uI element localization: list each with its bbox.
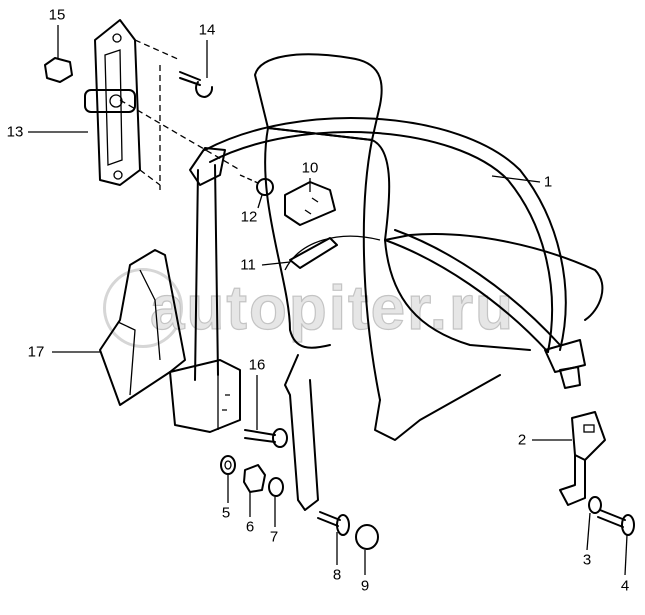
leader-lines — [28, 25, 628, 576]
part-16-bolt — [244, 428, 288, 448]
callout-17: 17 — [27, 343, 45, 361]
part-7-washer — [268, 477, 284, 497]
part-2-buckle — [559, 411, 606, 506]
callout-7: 7 — [269, 528, 279, 546]
part-14-bolt — [179, 71, 214, 98]
callout-2: 2 — [517, 431, 527, 449]
callout-6: 6 — [245, 518, 255, 536]
callout-11: 11 — [240, 256, 256, 274]
part-4-bolt — [597, 509, 635, 536]
retractor — [169, 359, 241, 433]
callout-16: 16 — [248, 356, 266, 374]
part-6-spacer — [243, 464, 266, 493]
callout-13: 13 — [6, 123, 24, 141]
watermark-logo-icon — [103, 268, 183, 348]
seat-outline — [254, 53, 604, 441]
part-15-nut — [44, 57, 73, 83]
callout-12: 12 — [240, 208, 258, 226]
callout-4: 4 — [620, 577, 630, 595]
callout-9: 9 — [360, 577, 370, 595]
callout-15: 15 — [48, 6, 66, 24]
part-12-spacer — [239, 174, 274, 196]
part-9-cap — [355, 524, 379, 550]
anchor-plate — [284, 354, 319, 511]
callout-8: 8 — [332, 566, 342, 584]
callout-14: 14 — [198, 21, 216, 39]
callout-10: 10 — [301, 159, 319, 177]
part-11-cover — [289, 237, 338, 269]
callout-3: 3 — [582, 551, 592, 569]
part-8-bolt — [317, 511, 350, 536]
callout-1: 1 — [543, 173, 553, 191]
callout-5: 5 — [221, 504, 231, 522]
part-3-washer — [588, 496, 602, 514]
watermark: autopiter.ru — [149, 274, 516, 343]
part-5-washer — [220, 455, 236, 475]
height-adjuster — [84, 19, 241, 190]
trim-cover — [99, 249, 186, 406]
belt-webbing — [189, 117, 586, 389]
